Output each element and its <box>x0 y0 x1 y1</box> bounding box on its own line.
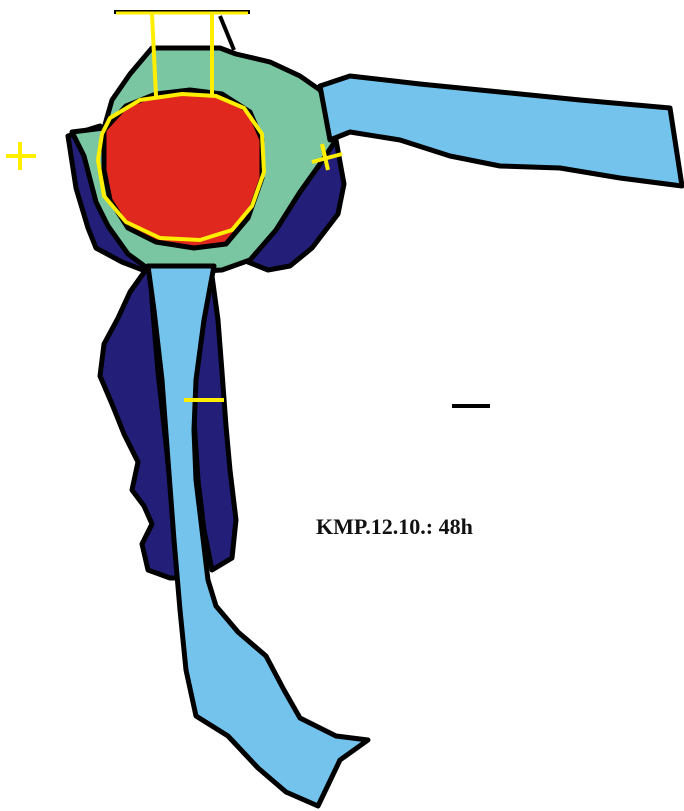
caption-label: KMP.12.10.: 48h <box>316 514 473 540</box>
plus-marker-left <box>6 142 36 170</box>
channel-right-arm <box>320 76 682 186</box>
tower-black-strut <box>220 16 234 50</box>
